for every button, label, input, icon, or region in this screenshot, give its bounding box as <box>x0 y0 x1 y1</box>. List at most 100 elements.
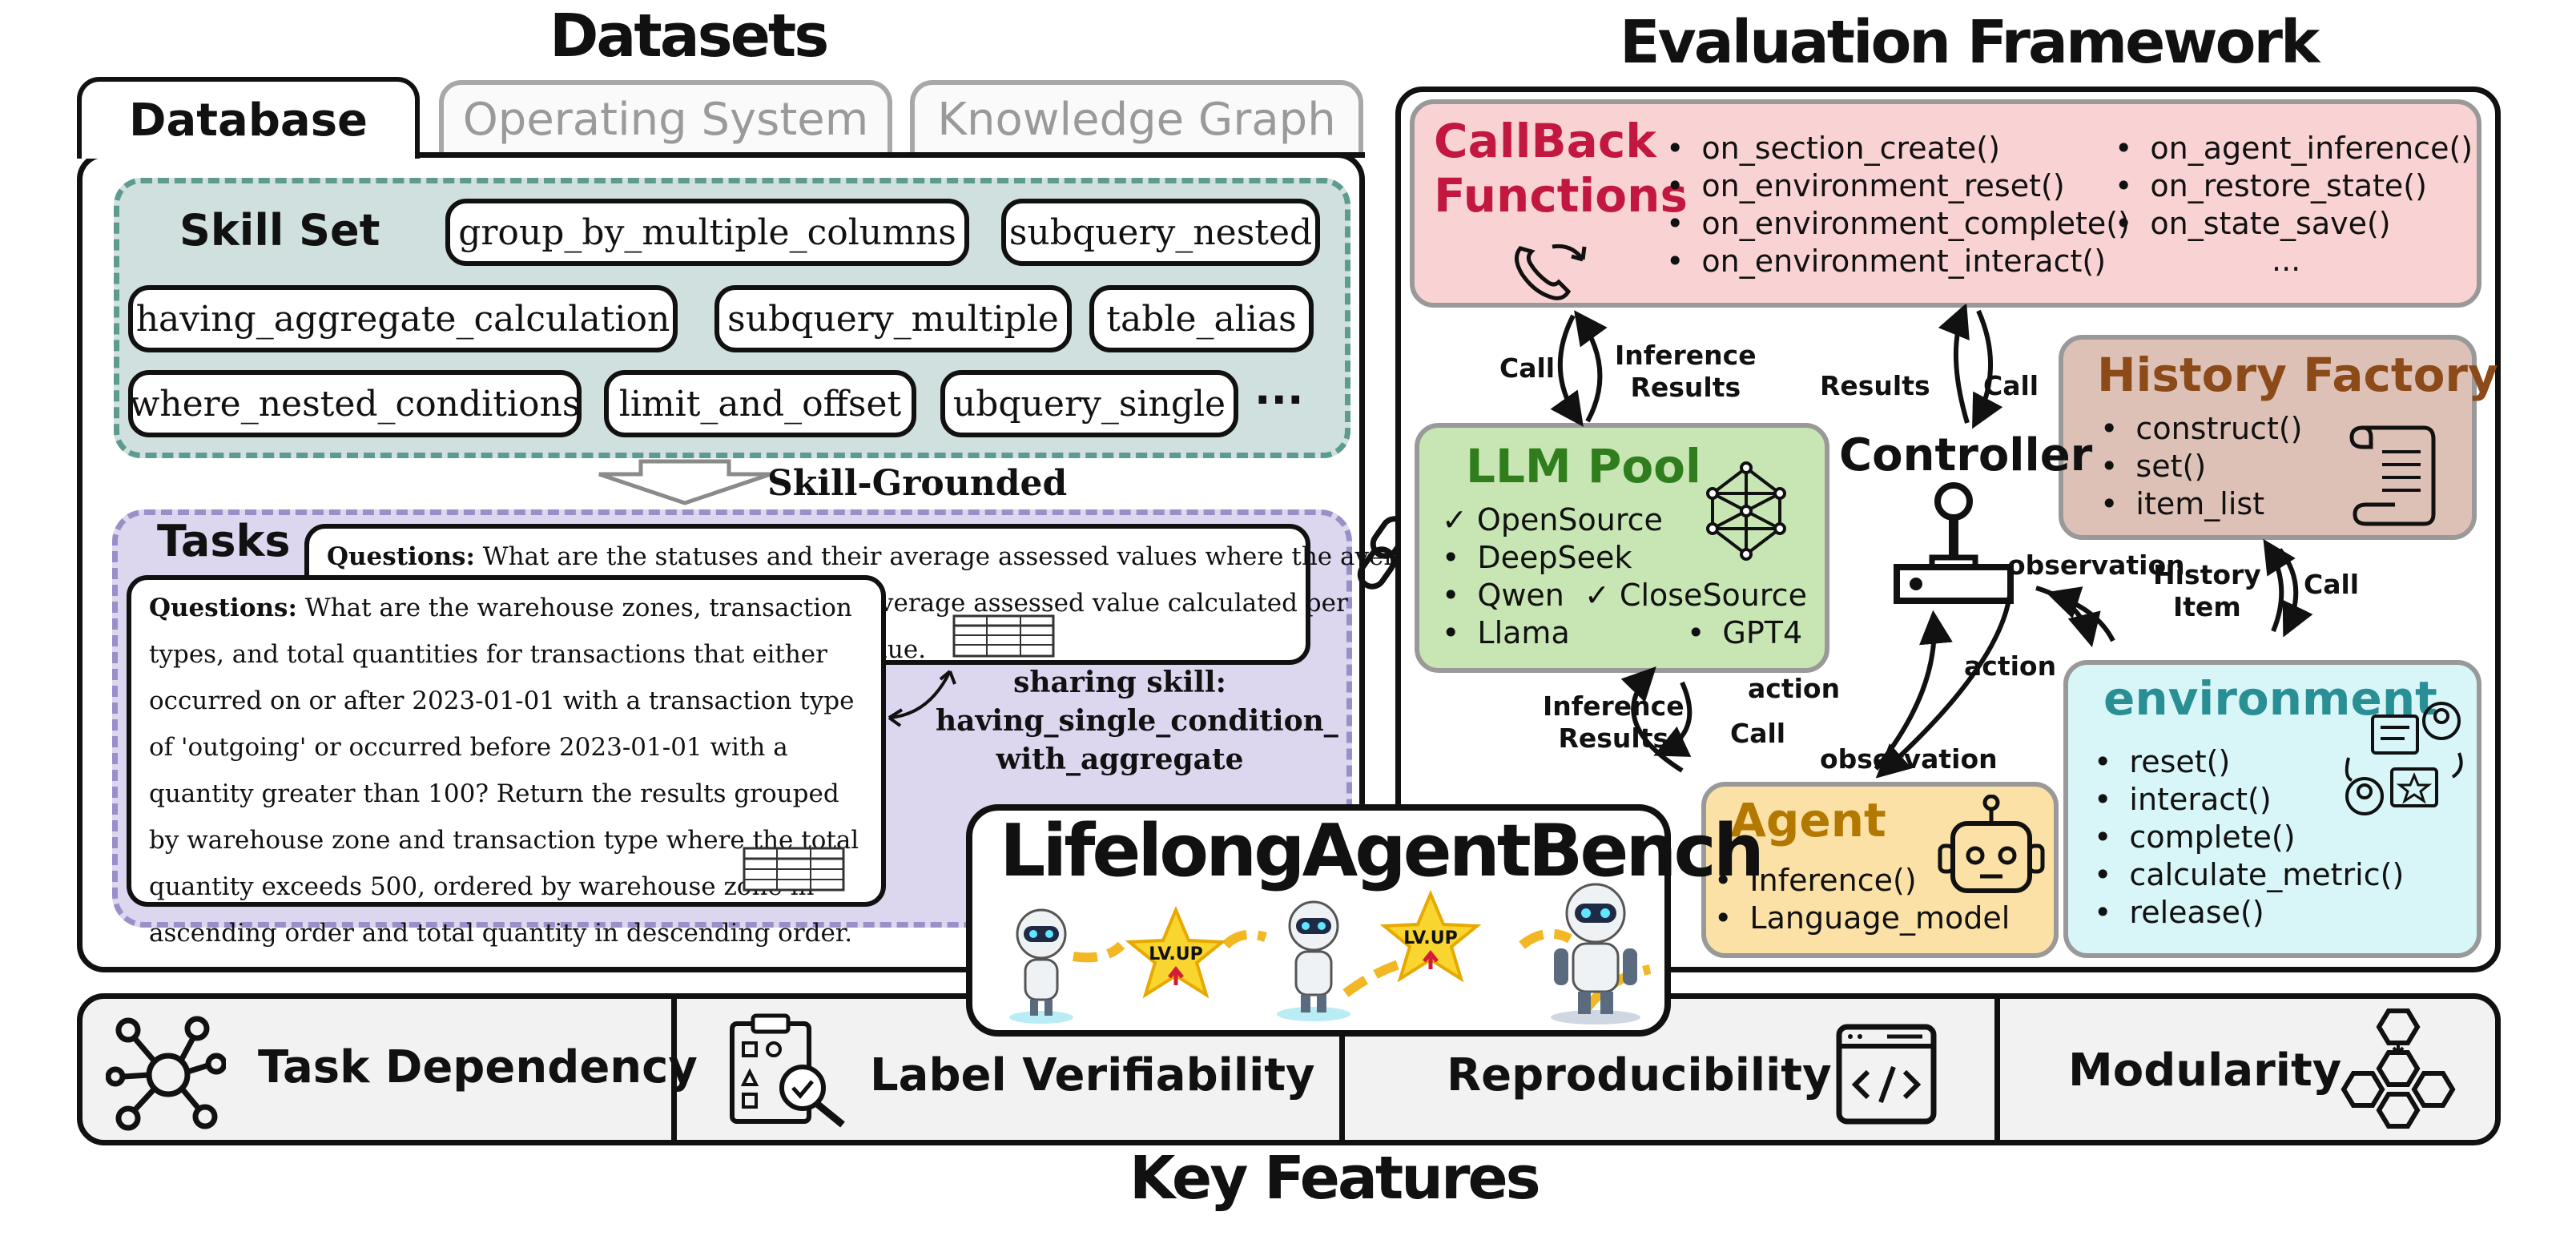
question-text: What are the statuses and their average … <box>474 542 1441 571</box>
skill-pill: where_nested_conditions <box>128 370 582 437</box>
close-source-heading: ✓ CloseSource <box>1584 578 1807 613</box>
history-item: set() <box>2100 448 2303 485</box>
llm-item: Qwen <box>1442 577 1632 614</box>
callback-item: on_restore_state() <box>2115 167 2473 205</box>
edge-label-line: Inference <box>1615 340 1757 371</box>
tab-baseline <box>417 152 1365 158</box>
environment-item: interact() <box>2094 781 2404 819</box>
tab-operating-system[interactable]: Operating System <box>439 80 892 154</box>
callback-title-line: Functions <box>1434 168 1688 223</box>
more-skills: ··· <box>1254 375 1304 425</box>
llm-item: DeepSeek <box>1442 539 1632 577</box>
skill-pill: limit_and_offset <box>604 370 916 437</box>
clipboard-check-icon <box>730 1013 845 1128</box>
callback-list-2: on_agent_inference() on_restore_state() … <box>2115 130 2473 243</box>
robot-mascot-icon <box>1551 883 1640 1025</box>
environment-item: calculate_metric() <box>2094 856 2404 894</box>
close-source-list: GPT4 <box>1687 614 1802 652</box>
sharing-skill-line: with_aggregate <box>996 743 1244 776</box>
callback-title-line: CallBack <box>1434 114 1656 168</box>
skill-set-label: Skill Set <box>179 205 380 256</box>
llm-item: CloseSource <box>1619 578 1807 613</box>
bench-title: LifelongAgentBench <box>1000 809 1765 893</box>
open-source-list: DeepSeek Qwen Llama <box>1442 539 1632 652</box>
feature-divider <box>1339 993 1345 1145</box>
history-factory-title: History Factory <box>2097 348 2498 402</box>
environment-item: release() <box>2094 894 2404 932</box>
edge-label-line: History <box>2153 559 2261 590</box>
environment-list: reset() interact() complete() calculate_… <box>2094 743 2404 932</box>
skill-pill: subquery_multiple <box>714 285 1072 352</box>
question-text: lue. <box>879 635 927 664</box>
skill-pill: ubquery_single <box>940 370 1238 437</box>
controller-label: Controller <box>1839 429 2093 481</box>
phone-icon <box>1515 244 1587 300</box>
level-up-illustration: LV.UP LV.UP <box>1009 883 1652 1025</box>
callback-item: on_environment_interact() <box>1666 243 2130 280</box>
feature-task-dependency: Task Dependency <box>258 1041 698 1093</box>
scroll-icon <box>2349 425 2436 526</box>
edge-label: Inference Results <box>1615 340 1757 404</box>
environment-item: reset() <box>2094 743 2404 781</box>
feature-modularity: Modularity <box>2068 1045 2342 1097</box>
callback-item: on_section_create() <box>1666 130 2130 167</box>
callback-list-1: on_section_create() on_environment_reset… <box>1666 130 2130 280</box>
history-item: item_list <box>2100 485 2303 523</box>
edge-label: Call <box>1730 718 1786 749</box>
table-icon <box>952 614 1055 658</box>
down-arrow-icon <box>598 459 771 505</box>
history-list: construct() set() item_list <box>2100 410 2303 523</box>
history-item: construct() <box>2100 410 2302 448</box>
agent-item: Inference() <box>1714 862 2010 900</box>
llm-item: GPT4 <box>1687 614 1802 652</box>
edge-label: Call <box>2304 569 2360 600</box>
edge-label-line: Item <box>2172 591 2241 622</box>
feature-divider <box>671 993 677 1145</box>
tab-knowledge-graph[interactable]: Knowledge Graph <box>910 80 1363 154</box>
llm-pool-title: LLM Pool <box>1466 439 1701 493</box>
callback-title: CallBack Functions <box>1434 114 1688 223</box>
network-icon <box>106 1016 226 1131</box>
evaluation-title: Evaluation Framework <box>1620 8 2320 77</box>
llm-item: Llama <box>1442 614 1632 652</box>
framework-arrows <box>1550 304 2313 779</box>
hexagons-icon <box>2341 1008 2456 1129</box>
robot-mascot-icon <box>1009 908 1073 1024</box>
agent-list: Inference() Language_model <box>1714 862 2010 937</box>
skill-grounded-label: Skill-Grounded <box>767 463 1068 504</box>
double-arrow-icon <box>888 670 956 727</box>
open-source-heading: ✓ OpenSource <box>1442 502 1663 537</box>
callback-item: on_environment_reset() <box>1666 167 2130 205</box>
skill-pill: group_by_multiple_columns <box>445 199 969 266</box>
edge-label: action <box>1748 673 1841 704</box>
edge-label-line: Inference <box>1543 690 1684 722</box>
skill-pill: table_alias <box>1089 285 1314 352</box>
joystick-icon <box>1894 482 2014 604</box>
agent-item: Language_model <box>1714 900 2010 937</box>
callback-item: on_environment_complete() <box>1666 205 2130 243</box>
level-up-text: LV.UP <box>1149 944 1203 964</box>
agent-title: Agent <box>1730 793 1886 847</box>
feature-label-verifiability: Label Verifiability <box>870 1049 1315 1101</box>
sharing-skill-note: sharing skill: having_single_condition_ … <box>936 663 1338 779</box>
question-label: Questions: <box>327 542 475 571</box>
callback-more: ... <box>2272 243 2301 278</box>
skill-pill: having_aggregate_calculation <box>128 285 678 352</box>
skill-pill: subquery_nested <box>1001 199 1320 266</box>
feature-divider <box>1994 993 2000 1145</box>
edge-label: observation <box>1820 743 1998 775</box>
star-icon: LV.UP <box>1125 905 1227 999</box>
edge-label-line: Results <box>1630 372 1741 403</box>
tab-database[interactable]: Database <box>77 77 420 159</box>
environment-item: complete() <box>2094 819 2404 856</box>
callback-item: on_agent_inference() <box>2115 130 2473 167</box>
neural-network-icon <box>1706 461 1786 561</box>
key-features-title: Key Features <box>1129 1144 1541 1213</box>
question-card-front: Questions: What are the warehouse zones,… <box>127 575 886 948</box>
edge-label: Call <box>1983 370 2039 401</box>
question-label: Questions: <box>149 594 297 622</box>
sharing-skill-line: sharing skill: <box>1013 666 1226 699</box>
edge-label: action <box>1964 650 2057 682</box>
code-window-icon <box>1836 1024 1937 1125</box>
star-icon: LV.UP <box>1379 889 1482 983</box>
